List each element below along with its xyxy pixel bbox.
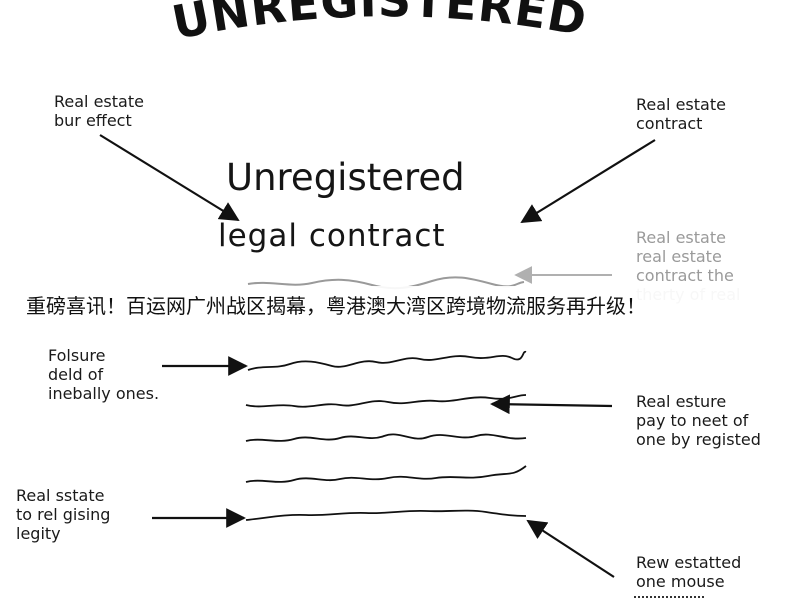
wavy-line-5 xyxy=(245,465,527,483)
label-right-middle: Real esture pay to neet of one by regist… xyxy=(636,392,761,449)
arrow-top-right xyxy=(520,139,656,224)
wavy-line-3 xyxy=(245,394,527,408)
arrow-right-bottom xyxy=(526,519,615,578)
label-left-middle: Folsure deld of inebally ones. xyxy=(48,346,160,403)
arrow-right-middle xyxy=(490,394,613,415)
label-left-bottom: Real sstate to rel gising legity xyxy=(16,486,111,543)
center-title: Unregistered xyxy=(226,156,465,199)
wavy-line-6 xyxy=(245,509,527,521)
headline-path: UNREGISTERED xyxy=(168,0,591,50)
label-right-top: Real estate contract xyxy=(636,95,726,133)
label-right-bottom: Rew estatted one mouse xyxy=(636,553,742,591)
headline: UNREGISTERED xyxy=(168,0,592,50)
arrow-top-left xyxy=(99,134,240,222)
cutoff-text-fragment xyxy=(634,592,724,600)
label-left-top: Real estate bur effect xyxy=(54,92,144,130)
overlay-banner xyxy=(0,286,800,322)
wavy-line-2 xyxy=(247,351,527,371)
center-subtitle: legal contract xyxy=(218,218,446,254)
wavy-line-4 xyxy=(245,433,527,442)
overlay-banner-text: 重磅喜讯！百运网广州战区揭幕，粤港澳大湾区跨境物流服务再升级！ xyxy=(26,294,646,318)
